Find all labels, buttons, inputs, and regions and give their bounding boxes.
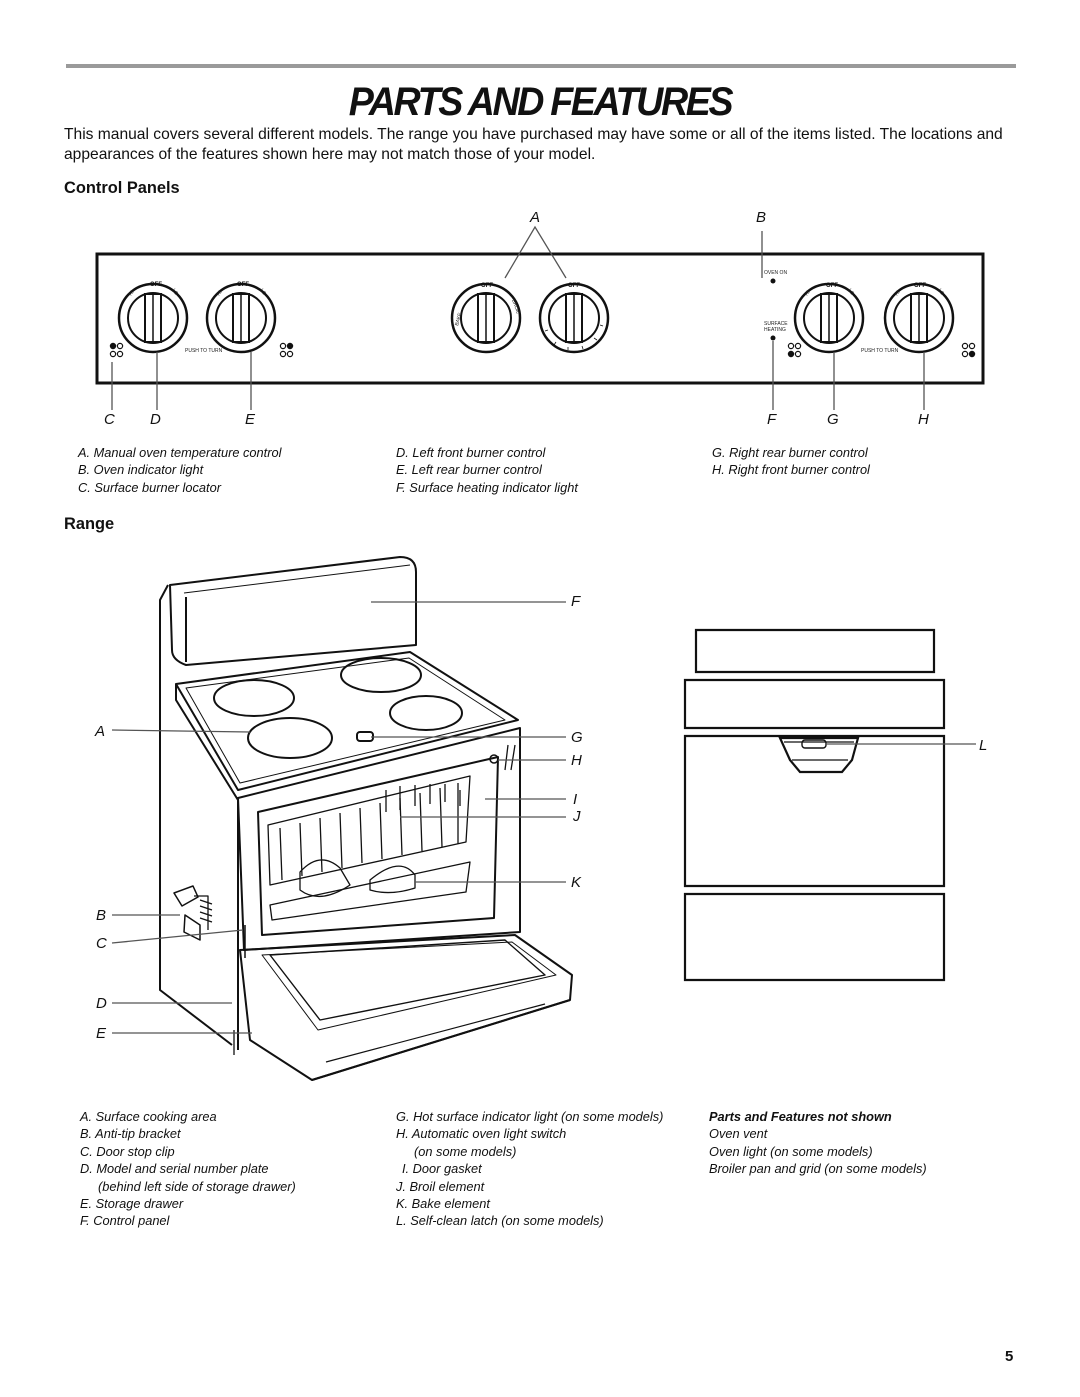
left-rear-burner-knob: [205, 282, 277, 354]
svg-text:PUSH TO TURN: PUSH TO TURN: [185, 348, 223, 354]
svg-text:HI: HI: [128, 290, 136, 298]
page-number: 5: [1005, 1348, 1014, 1365]
svg-text:OFF: OFF: [914, 283, 926, 289]
svg-text:HI: HI: [894, 290, 902, 298]
legend-item: F. Surface heating indicator light: [396, 479, 578, 495]
surface-burner-locators: [109, 342, 976, 358]
legend-item: E. Left rear burner control: [396, 462, 542, 478]
range-label-b: B: [96, 907, 106, 924]
svg-text:OFF: OFF: [150, 282, 162, 288]
legend-item: H. Automatic oven light switch: [396, 1126, 567, 1142]
cp-label-h: H: [918, 411, 929, 428]
svg-text:OFF: OFF: [826, 283, 838, 289]
legend-item: K. Bake element: [396, 1196, 490, 1212]
svg-text:PUSH TO TURN: PUSH TO TURN: [861, 348, 899, 354]
cp-label-c: C: [104, 411, 115, 428]
svg-text:LO: LO: [936, 288, 945, 297]
legend-item: Oven light (on some models): [709, 1143, 873, 1159]
cp-label-d: D: [150, 411, 161, 428]
range-label-l: L: [979, 737, 987, 754]
bake-knob: [450, 282, 522, 354]
svg-text:LO: LO: [846, 288, 855, 297]
legend-item: G. Hot surface indicator light (on some …: [396, 1109, 664, 1124]
range-label-c: C: [96, 935, 107, 952]
range-leader-lines: [111, 601, 976, 1034]
svg-text:OVEN ON: OVEN ON: [764, 270, 787, 276]
svg-text:SURFACE: SURFACE: [764, 321, 788, 327]
svg-text:HI: HI: [804, 290, 812, 298]
svg-text:BROIL: BROIL: [510, 299, 521, 315]
range-heading: Range: [64, 515, 115, 533]
legend-item: D. Left front burner control: [396, 445, 546, 460]
oven-indicator-light: [770, 278, 776, 284]
svg-text:LO: LO: [170, 288, 179, 297]
legend-item: (behind left side of storage drawer): [98, 1178, 296, 1194]
cp-label-e: E: [245, 411, 256, 428]
legend-item: J. Broil element: [396, 1178, 485, 1194]
range-label-e: E: [96, 1025, 107, 1042]
range-label-k: K: [571, 874, 582, 891]
legend-item: H. Right front burner control: [712, 462, 870, 478]
legend-item: A. Manual oven temperature control: [78, 445, 282, 460]
legend-item: G. Right rear burner control: [712, 445, 868, 460]
cp-label-b: B: [756, 209, 766, 226]
legend-item: C. Door stop clip: [80, 1143, 175, 1159]
legend-item: E. Storage drawer: [80, 1196, 184, 1212]
knob-markings: OFF OFF OFF OFF OFF OFF HI LO HI LO HI L…: [128, 270, 945, 354]
legend-item: Broiler pan and grid (on some models): [709, 1161, 927, 1177]
control-panel-leader-lines: [111, 225, 925, 410]
range-not-shown: Parts and Features not shown Oven vent O…: [709, 1108, 927, 1178]
svg-text:OFF: OFF: [237, 282, 249, 288]
range-label-f: F: [571, 593, 581, 610]
range-label-h: H: [571, 752, 582, 769]
range-label-d: D: [96, 995, 107, 1012]
legend-item: C. Surface burner locator: [78, 479, 221, 495]
top-rule: [66, 64, 1016, 68]
broil-knob: [538, 282, 610, 354]
surface-heating-indicator-light: [770, 335, 776, 341]
svg-text:HI: HI: [216, 290, 224, 298]
range-legend-col2: G. Hot surface indicator light (on some …: [396, 1108, 663, 1230]
legend-item: D. Model and serial number plate: [80, 1161, 269, 1177]
svg-text:LO: LO: [258, 288, 267, 297]
range-label-a: A: [94, 723, 105, 740]
left-front-burner-knob: [117, 282, 189, 354]
range-label-j: J: [572, 808, 581, 825]
range-side-illustration: [683, 628, 946, 982]
legend-item: B. Oven indicator light: [78, 462, 204, 478]
right-front-burner-knob: [883, 282, 955, 354]
control-panel-legend-col3: G. Right rear burner control H. Right fr…: [712, 444, 870, 479]
svg-text:HEATING: HEATING: [764, 327, 786, 333]
legend-item: L. Self-clean latch (on some models): [396, 1213, 604, 1229]
svg-text:OFF: OFF: [568, 283, 580, 289]
legend-item: A. Surface cooking area: [80, 1109, 217, 1124]
svg-text:BAKE: BAKE: [454, 311, 463, 326]
legend-item: B. Anti-tip bracket: [80, 1126, 181, 1142]
range-legend-col1: A. Surface cooking area B. Anti-tip brac…: [80, 1108, 296, 1230]
legend-item: F. Control panel: [80, 1213, 170, 1229]
control-panel-outline: [95, 252, 985, 385]
legend-item: (on some models): [414, 1143, 517, 1159]
cp-label-a: A: [529, 209, 540, 226]
right-rear-burner-knob: [793, 282, 865, 354]
legend-item: Oven vent: [709, 1126, 768, 1142]
not-shown-heading: Parts and Features not shown: [709, 1109, 892, 1124]
range-label-i: I: [573, 791, 577, 808]
range-label-g: G: [571, 729, 583, 746]
cp-label-f: F: [767, 411, 777, 428]
range-illustration: [159, 556, 573, 1081]
control-panels-heading: Control Panels: [64, 179, 180, 197]
svg-text:OFF: OFF: [481, 283, 493, 289]
control-panel-legend-col2: D. Left front burner control E. Left rea…: [396, 444, 578, 496]
cp-label-g: G: [827, 411, 839, 428]
intro-paragraph: This manual covers several different mod…: [64, 126, 1003, 163]
control-panel-legend-col1: A. Manual oven temperature control B. Ov…: [78, 444, 281, 496]
legend-item: I. Door gasket: [402, 1161, 482, 1177]
broil-knob-ticks: [544, 324, 604, 350]
page-title: PARTS AND FEATURES: [348, 80, 734, 124]
